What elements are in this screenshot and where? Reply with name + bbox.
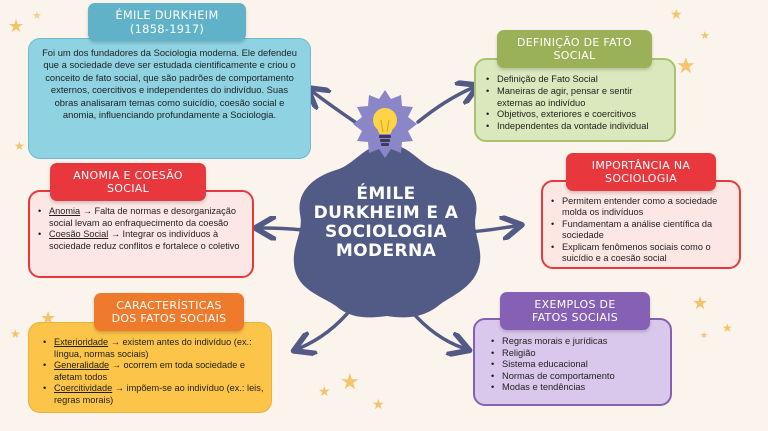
star-decoration: ★ (722, 321, 733, 335)
exemplos-title-line: FATOS SOCIAIS (531, 311, 619, 324)
definicao-box: Definição de Fato Social Maneiras de agi… (474, 58, 676, 142)
list-item: Maneiras de agir, pensar e sentir extern… (486, 86, 666, 110)
list-item: Objetivos, exteriores e coercitivos (486, 109, 666, 121)
durkheim-box: Foi um dos fundadores da Sociologia mode… (28, 38, 311, 159)
definicao-title-line: DEFINIÇÃO DE FATO (516, 36, 632, 49)
list-item: Regras morais e jurídicas (491, 336, 664, 348)
durkheim-text: Foi um dos fundadores da Sociologia mode… (42, 47, 297, 121)
caracteristicas-title-line: DOS FATOS SOCIAIS (111, 312, 227, 325)
caracteristicas-title-line: CARACTERÍSTICAS (116, 299, 222, 312)
star-decoration: ★ (670, 7, 683, 23)
list-item: Permitem entender como a sociedade molda… (551, 196, 734, 219)
center-title-line: ÉMILE (356, 184, 416, 204)
term-generalidade: Generalidade (54, 360, 110, 371)
arrow-to-durkheim (313, 92, 357, 124)
term-exterioridade: Exterioridade (54, 337, 109, 347)
list-item: Definição de Fato Social (486, 74, 666, 86)
caracteristicas-list: Exterioridade → existem antes do indivíd… (43, 337, 265, 407)
arrow-to-anomia (262, 228, 305, 230)
center-title-line: DURKHEIM E A (313, 203, 459, 223)
list-item: Explicam fenômenos sociais como o suicíd… (551, 242, 734, 265)
importancia-title-line: IMPORTÂNCIA NA (591, 159, 691, 172)
term-coesao-social: Coesão Social (49, 229, 109, 240)
list-item: Fundamentam a análise científica da soci… (551, 219, 734, 242)
list-item: Modas e tendências (491, 382, 664, 394)
term-coercitividade: Coercitividade (54, 383, 113, 394)
list-item: Anomia → Falta de normas e desorganizaçã… (38, 206, 246, 229)
importancia-title-line: SOCIOLOGIA (605, 172, 677, 185)
list-item: Coesão Social → Integrar os indivíduos à… (38, 229, 246, 252)
exemplos-list: Regras morais e jurídicas Religião Siste… (491, 336, 664, 394)
durkheim-title: ÉMILE DURKHEIM (1858-1917) (88, 3, 246, 41)
list-item: Normas de comportamento (491, 371, 664, 383)
anomia-title-line: ANOMIA E COESÃO (73, 169, 183, 182)
center-title-line: SOCIOLOGIA (324, 222, 448, 242)
importancia-box: Permitem entender como a sociedade molda… (541, 180, 741, 269)
star-decoration: ★ (700, 331, 709, 341)
exemplos-box: Regras morais e jurídicas Religião Siste… (473, 318, 672, 406)
lightbulb-icon (353, 90, 417, 158)
star-decoration: ★ (372, 397, 385, 413)
list-item: Sistema educacional (491, 359, 664, 371)
durkheim-years: (1858-1917) (129, 22, 205, 36)
list-item: Independentes da vontade individual (486, 121, 666, 133)
term-description: → Integrar os indivíduos à sociedade red… (49, 229, 240, 251)
anomia-box: Anomia → Falta de normas e desorganizaçã… (28, 190, 254, 278)
importancia-list: Permitem entender como a sociedade molda… (551, 196, 734, 264)
star-decoration: ★ (676, 54, 696, 79)
list-item: Generalidade → ocorrem em toda sociedade… (43, 360, 265, 383)
star-decoration: ★ (700, 29, 710, 42)
center-title-line: MODERNA (335, 241, 437, 261)
center-title: ÉMILE DURKHEIM E A SOCIOLOGIA MODERNA (300, 185, 472, 261)
star-decoration: ★ (318, 384, 331, 400)
center-shape (293, 144, 481, 318)
star-decoration: ★ (8, 16, 25, 37)
importancia-title: IMPORTÂNCIA NA SOCIOLOGIA (566, 153, 716, 191)
term-anomia: Anomia (49, 206, 81, 216)
star-decoration: ★ (692, 293, 709, 314)
definicao-title-line: SOCIAL (553, 49, 596, 62)
list-item: Exterioridade → existem antes do indivíd… (43, 337, 265, 360)
definicao-list: Definição de Fato Social Maneiras de agi… (486, 74, 666, 133)
anomia-title: ANOMIA E COESÃO SOCIAL (50, 163, 206, 201)
star-decoration: ★ (340, 370, 360, 395)
arrow-to-definicao (416, 88, 472, 124)
center-badge (293, 144, 481, 318)
anomia-title-line: SOCIAL (106, 182, 150, 195)
definicao-title: DEFINIÇÃO DE FATO SOCIAL (497, 30, 652, 68)
caracteristicas-title: CARACTERÍSTICAS DOS FATOS SOCIAIS (94, 293, 244, 331)
exemplos-title-line: EXEMPLOS DE (534, 298, 616, 311)
anomia-list: Anomia → Falta de normas e desorganizaçã… (38, 206, 246, 252)
term-description: → impõem-se ao indivíduo (ex.: leis, reg… (54, 383, 264, 405)
list-item: Religião (491, 348, 664, 360)
exemplos-title: EXEMPLOS DE FATOS SOCIAIS (500, 292, 650, 330)
star-decoration: ★ (14, 139, 25, 153)
arrow-to-exemplos (410, 310, 463, 348)
star-decoration: ★ (10, 327, 21, 341)
list-item: Coercitividade → impõem-se ao indivíduo … (43, 383, 265, 406)
caracteristicas-box: Exterioridade → existem antes do indivíd… (28, 322, 272, 413)
term-description: → existem antes do indivíduo (ex.: língu… (54, 337, 252, 359)
term-description: → ocorrem em toda sociedade e afetam tod… (54, 360, 246, 382)
durkheim-name: ÉMILE DURKHEIM (115, 8, 219, 22)
term-description: → Falta de normas e desorganização socia… (49, 206, 236, 228)
star-decoration: ★ (32, 9, 42, 22)
